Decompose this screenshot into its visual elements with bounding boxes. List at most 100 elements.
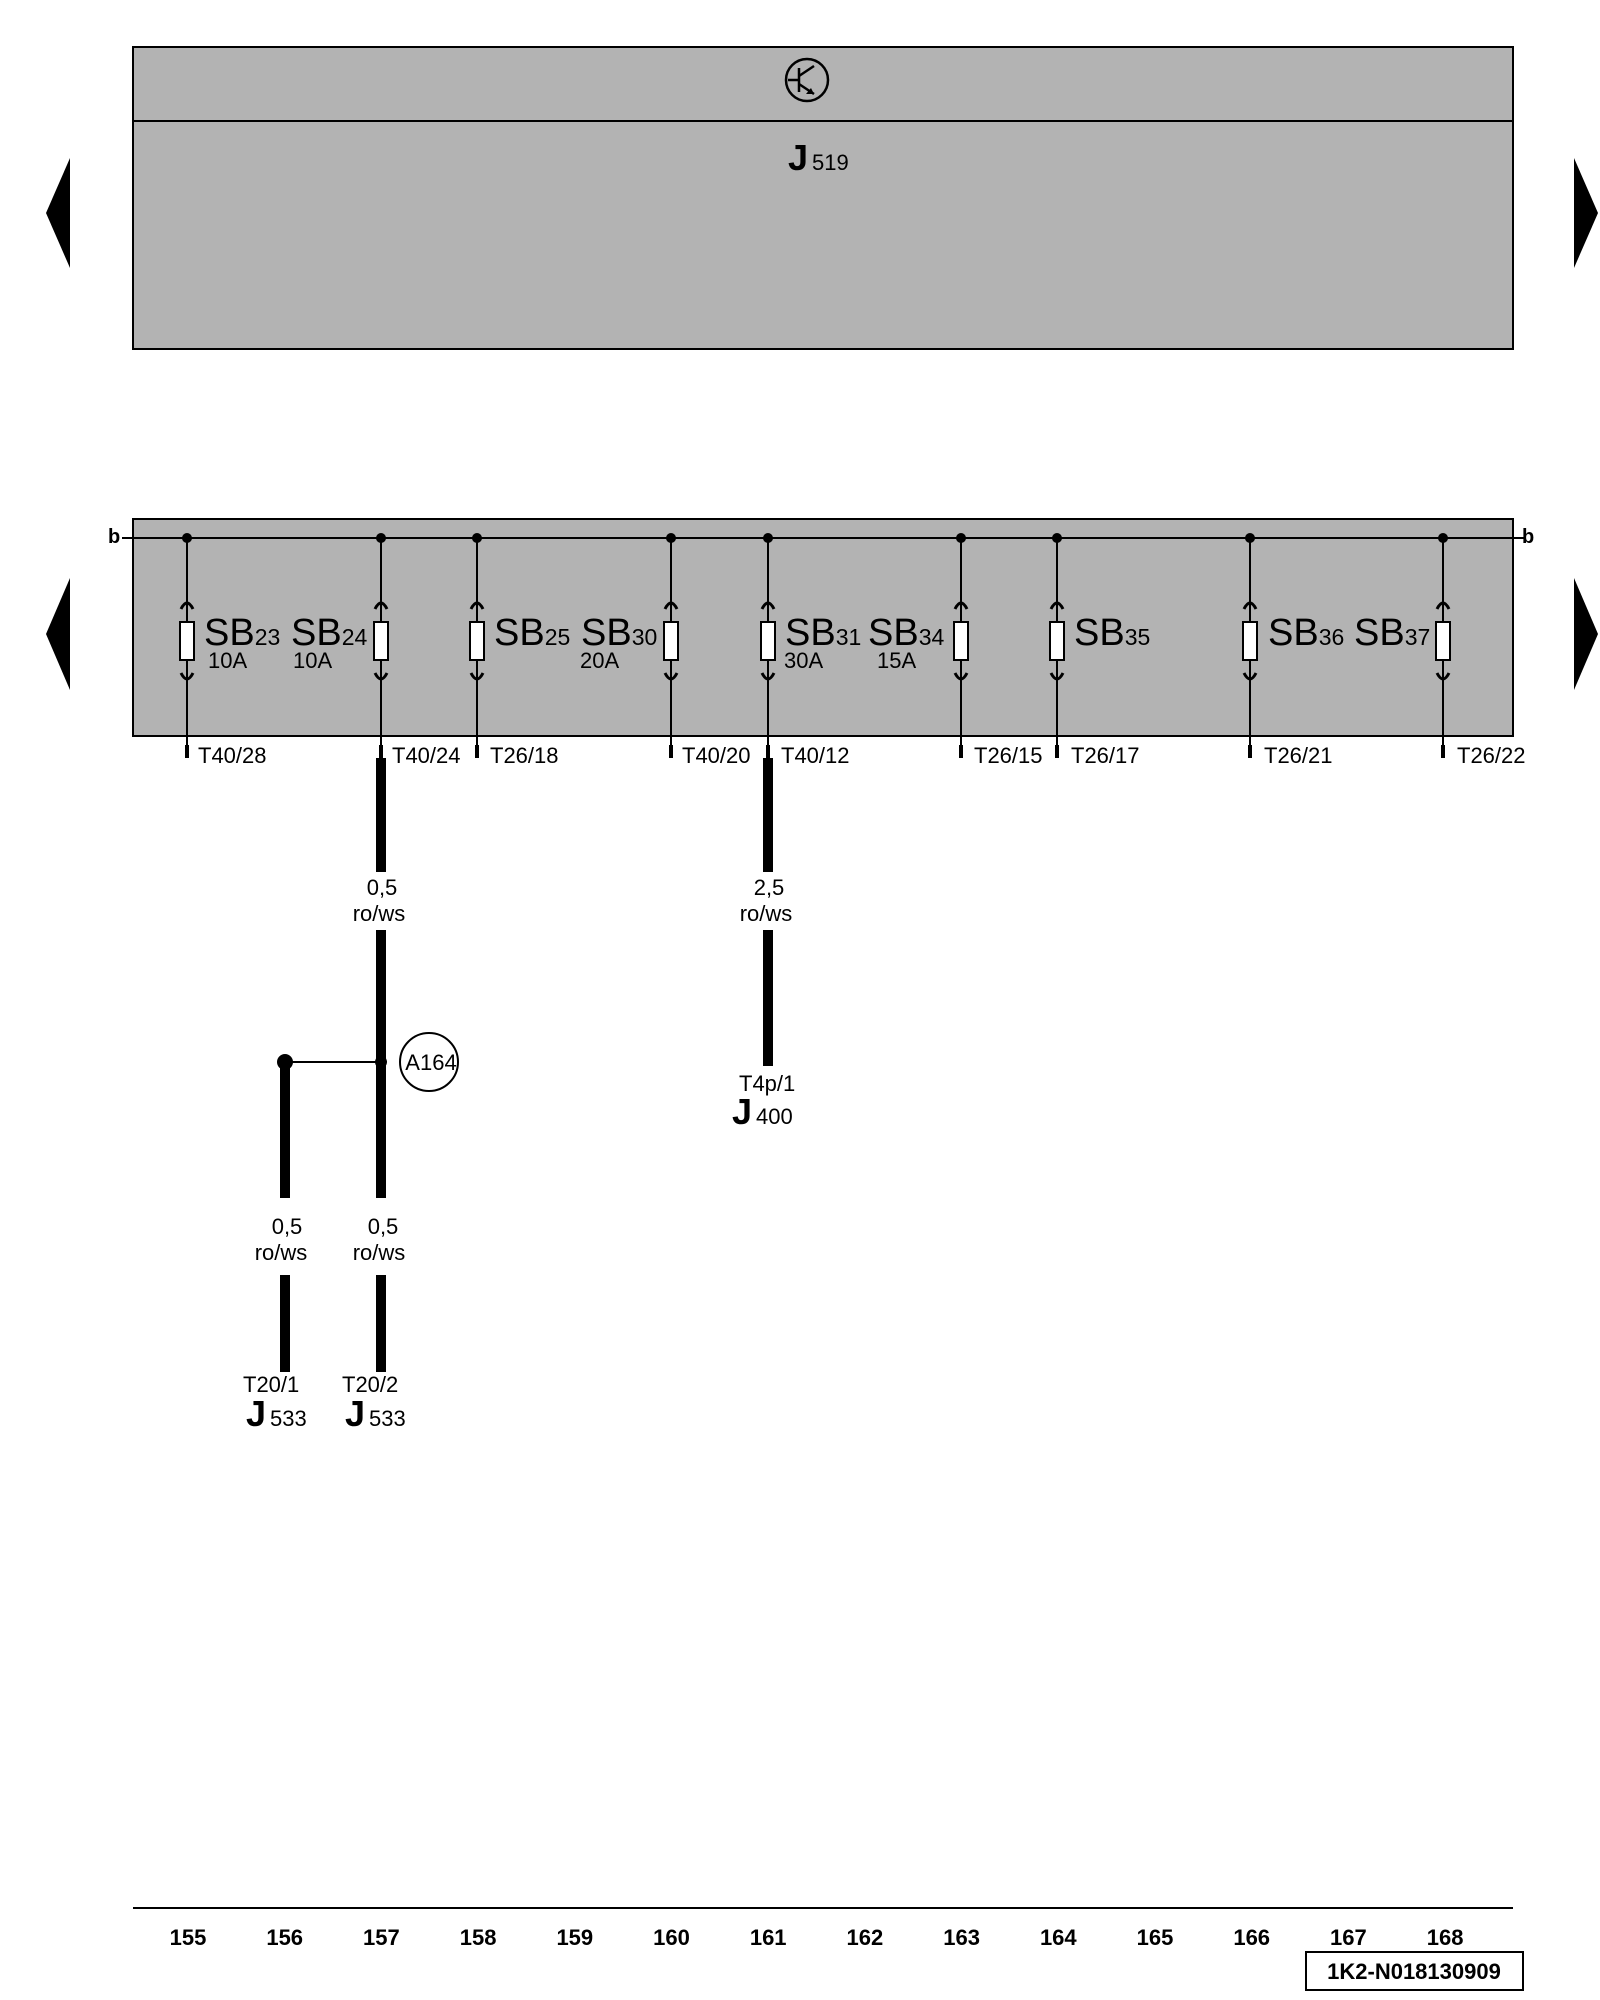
fuse-plug-bottom-37 [1435,672,1451,681]
fuse-element-31 [760,621,776,661]
terminal-labels: T40/28 T40/24 T26/18 T40/20 T40/12 T26/1… [198,743,1526,768]
diagram-code-box [1305,1951,1524,1991]
component-j400-number: 400 [756,1104,793,1129]
axis-number-164: 164 [1040,1925,1077,1950]
fuse-element-30 [663,621,679,661]
terminal-t26-21: T26/21 [1264,743,1333,768]
component-j533-a-letter: J [246,1393,266,1434]
wire-sb31-size: 2,5 [754,875,785,900]
wire-t20-2-size: 0,5 [368,1214,399,1239]
fuse-element-25 [469,621,485,661]
fuse-plug-bottom-30 [663,672,679,681]
wire-t20-1-color: ro/ws [255,1240,308,1265]
bus-label-left: b [108,526,120,548]
axis-number-156: 156 [266,1925,303,1950]
fuse-rating-sb30: 20A [580,648,619,673]
connector-a164-label: A164 [405,1050,456,1075]
fuse-rating-sb34: 15A [877,648,916,673]
axis-number-158: 158 [460,1925,497,1950]
component-j533-b-terminal: T20/2 [342,1372,398,1397]
fuse-rating-sb24: 10A [293,648,332,673]
fuse-element-37 [1435,621,1451,661]
fuse-plug-top-25 [469,601,485,610]
fuse-rating-sb31: 30A [784,648,823,673]
fuse-layer [179,533,1451,758]
axis-number-160: 160 [653,1925,690,1950]
fuse-element-36 [1242,621,1258,661]
nav-left-arrow-bottom-icon[interactable] [46,578,70,690]
transistor-symbol-icon [784,57,830,103]
fuse-label-sb34: SB34 [868,612,944,654]
fuse-label-sb37: SB37 [1354,612,1430,654]
top-module-panel [132,46,1514,350]
axis-number-168: 168 [1427,1925,1464,1950]
fuse-label-sb35: SB35 [1074,612,1150,654]
terminal-t26-15: T26/15 [974,743,1043,768]
fuse-plug-bottom-31 [760,672,776,681]
fuse-plug-top-23 [179,601,195,610]
connector-a164 [399,1032,459,1092]
wire-sb24-color: ro/ws [353,901,406,926]
nav-right-arrow-bottom-icon[interactable] [1574,578,1598,690]
terminal-t40-12: T40/12 [781,743,850,768]
top-module-letter: J [788,137,808,178]
component-j533-b-number: 533 [369,1406,406,1431]
axis-number-161: 161 [750,1925,787,1950]
fuse-element-34 [953,621,969,661]
axis-number-166: 166 [1233,1925,1270,1950]
fuse-plug-top-30 [663,601,679,610]
fuse-plug-top-36 [1242,601,1258,610]
wire-t20-2-color: ro/ws [353,1240,406,1265]
axis-number-165: 165 [1137,1925,1174,1950]
axis-number-159: 159 [556,1925,593,1950]
wire-t20-1-size: 0,5 [272,1214,303,1239]
axis-number-155: 155 [170,1925,207,1950]
terminal-t40-28: T40/28 [198,743,267,768]
component-j533-b-letter: J [345,1393,365,1434]
fuse-element-24 [373,621,389,661]
axis-number-163: 163 [943,1925,980,1950]
terminal-t26-18: T26/18 [490,743,559,768]
fuse-plug-bottom-23 [179,672,195,681]
component-j533-a-number: 533 [270,1406,307,1431]
fuse-plug-bottom-24 [373,672,389,681]
component-j533-a-terminal: T20/1 [243,1372,299,1397]
fuse-plug-top-37 [1435,601,1451,610]
fuse-label-sb31: SB31 [785,612,861,654]
wire-branch-t20-1 [277,1054,387,1372]
fuse-label-sb25: SB25 [494,612,570,654]
fuse-plug-bottom-35 [1049,672,1065,681]
terminal-t40-20: T40/20 [682,743,751,768]
fuse-plug-bottom-34 [953,672,969,681]
fuse-label-sb23: SB23 [204,612,280,654]
fuse-rating-sb23: 10A [208,648,247,673]
diagram-code: 1K2-N018130909 [1327,1959,1501,1984]
fuse-plug-bottom-36 [1242,672,1258,681]
top-module-number: 519 [812,150,849,175]
fuse-element-23 [179,621,195,661]
terminal-t40-24: T40/24 [392,743,461,768]
fuse-label-sb30: SB30 [581,612,657,654]
fuse-labels: SB23 10A SB24 10A SB25 SB30 20A SB31 30A… [204,612,1430,673]
fuse-plug-top-35 [1049,601,1065,610]
nav-left-arrow-top-icon[interactable] [46,158,70,268]
bus-label-right: b [1522,526,1534,548]
axis-number-157: 157 [363,1925,400,1950]
fuse-plug-top-34 [953,601,969,610]
terminal-t26-22: T26/22 [1457,743,1526,768]
fuse-plug-bottom-25 [469,672,485,681]
fuse-element-35 [1049,621,1065,661]
fuse-panel [132,518,1514,737]
axis-number-167: 167 [1330,1925,1367,1950]
fuse-plug-top-31 [760,601,776,610]
component-j400-terminal: T4p/1 [739,1071,795,1096]
fuse-label-sb36: SB36 [1268,612,1344,654]
terminal-t26-17: T26/17 [1071,743,1140,768]
nav-right-arrow-top-icon[interactable] [1574,158,1598,268]
axis-number-162: 162 [847,1925,884,1950]
axis-numbers: 155 156 157 158 159 160 161 162 163 164 165 166 167 1… [170,1925,1464,1950]
fuse-label-sb24: SB24 [291,612,367,654]
component-j400-letter: J [732,1091,752,1132]
wire-sb24-size: 0,5 [367,875,398,900]
